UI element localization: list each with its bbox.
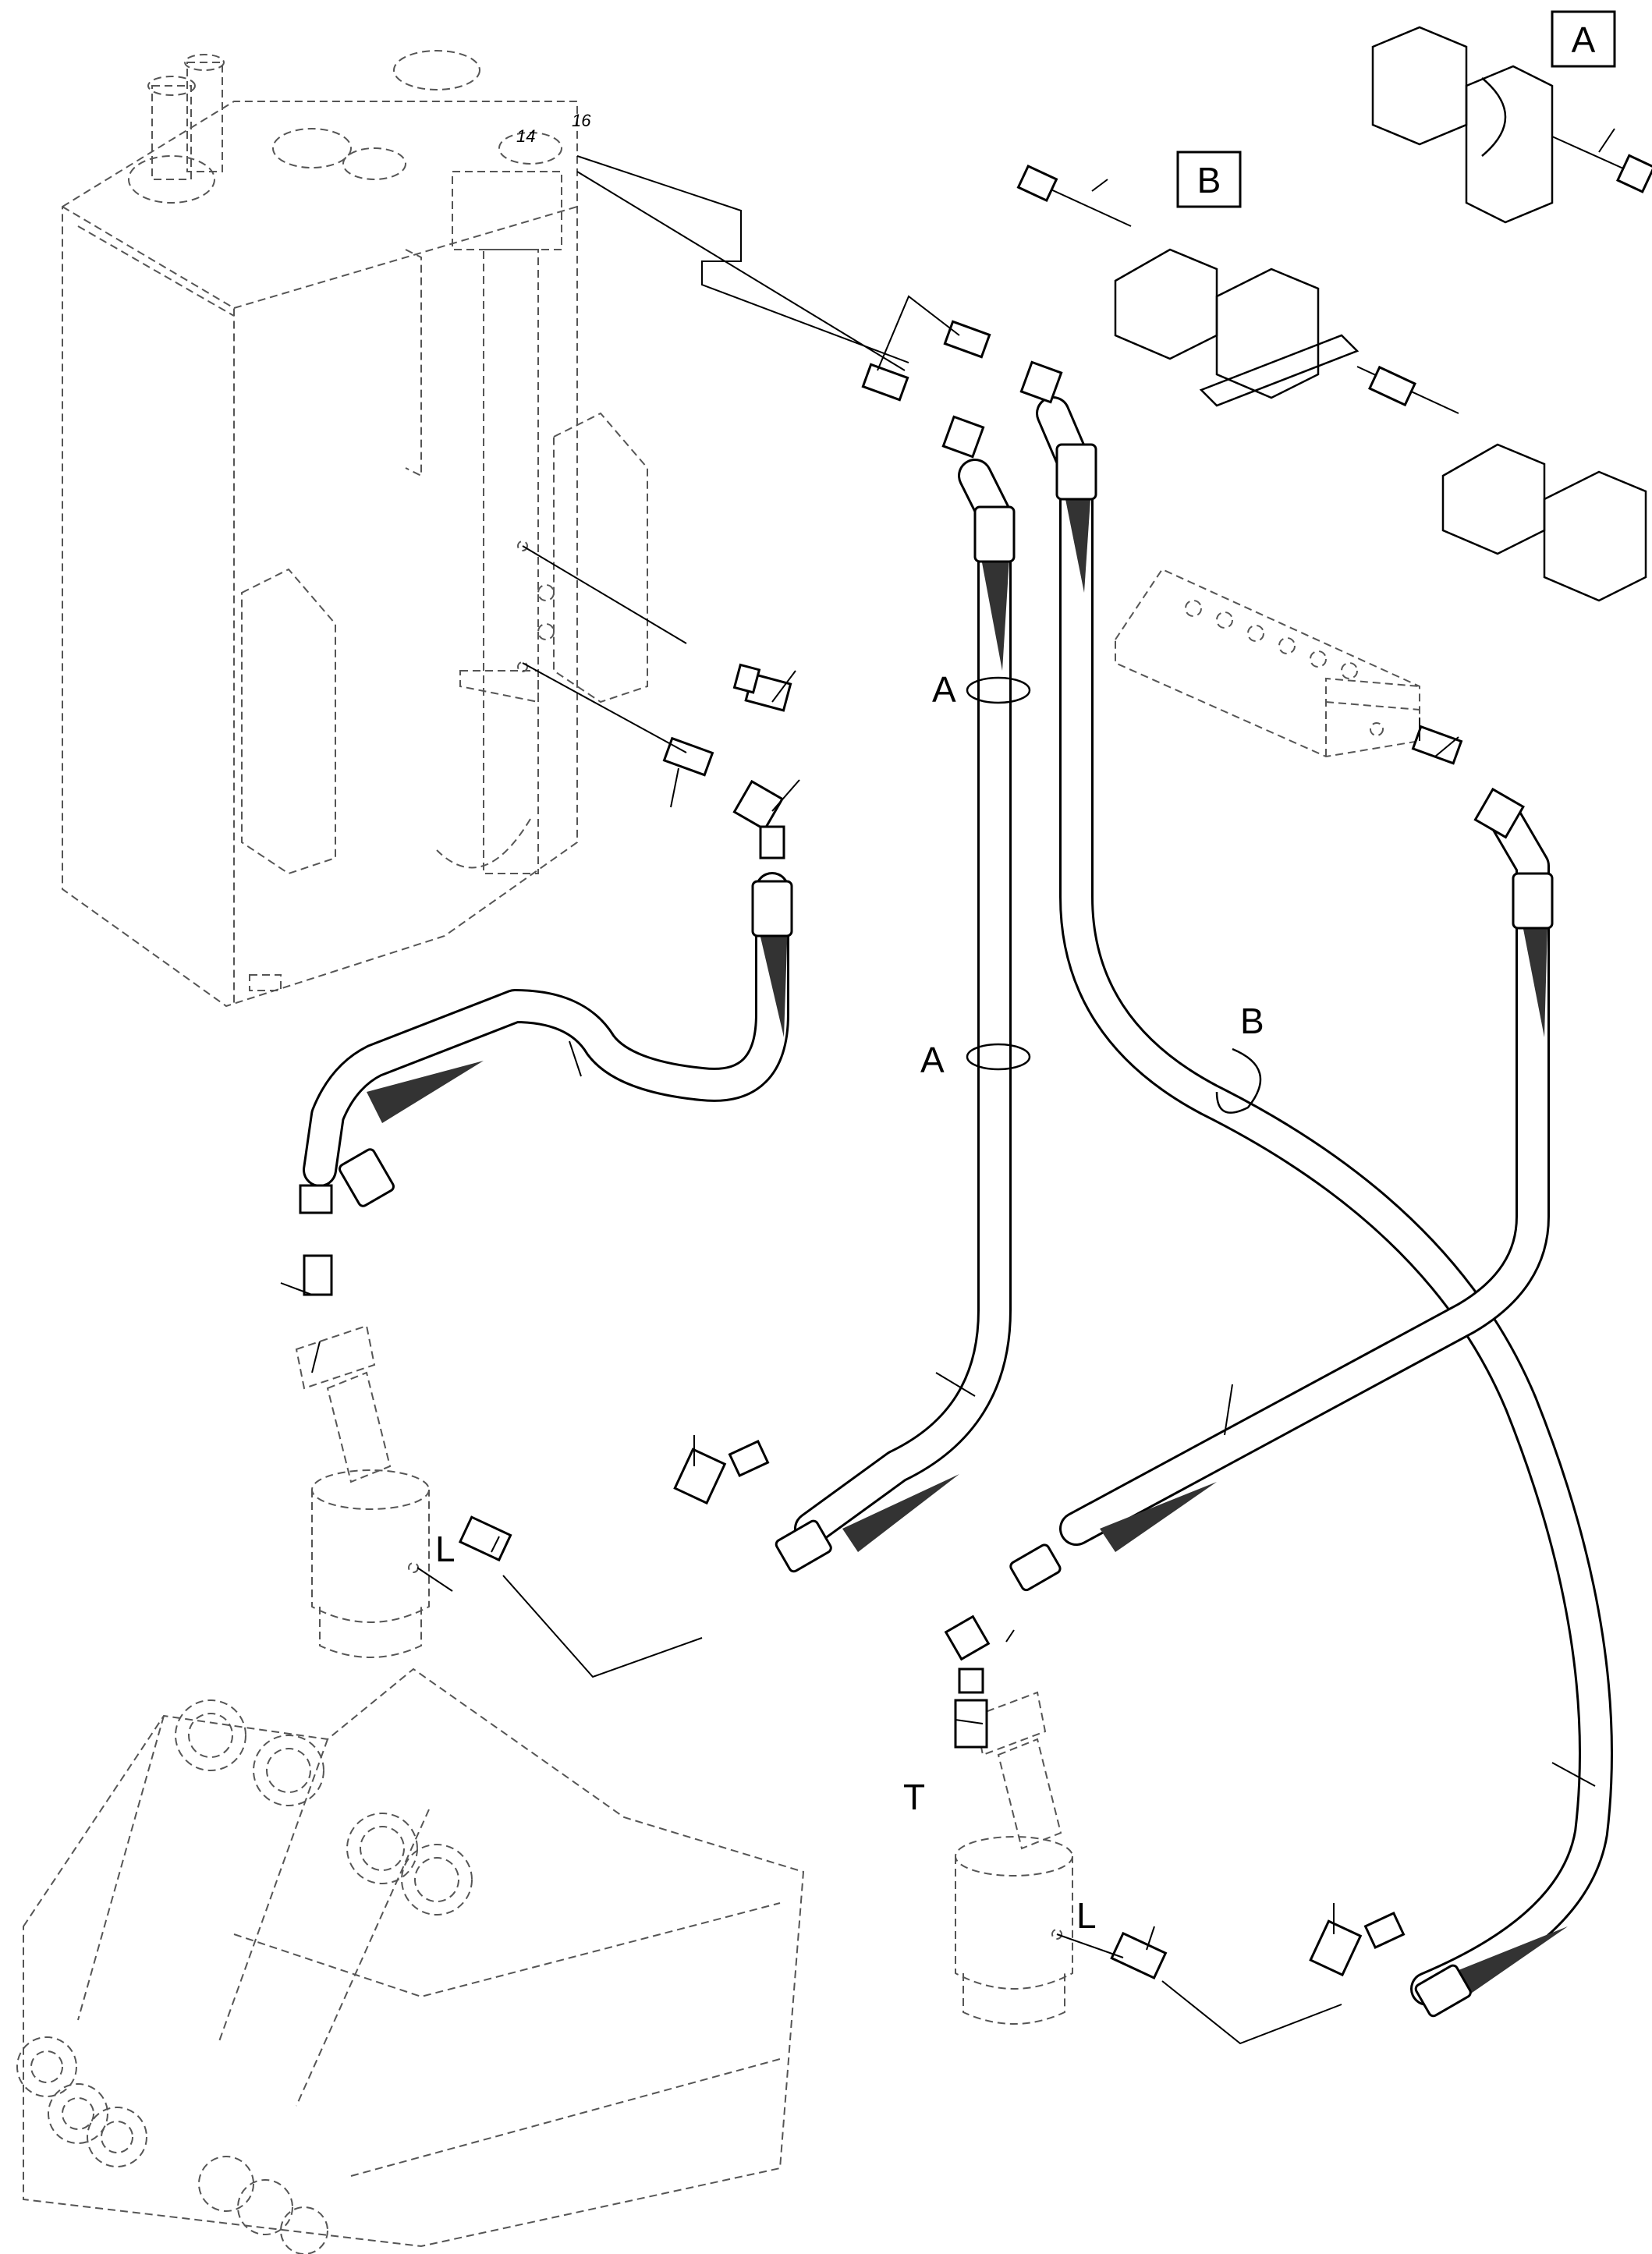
leader-lines <box>280 155 1596 2045</box>
clamp-marker-a-lower: A <box>920 1040 1031 1080</box>
clamp-a-illustration <box>1371 26 1652 224</box>
travel-motor-left <box>295 1324 430 1658</box>
port-16-label: 16 <box>572 111 591 130</box>
port-14-label: 14 <box>516 126 535 146</box>
clamp-marker-a-lower-label: A <box>920 1040 945 1080</box>
clamp-marker-b: B <box>1215 1001 1264 1114</box>
hose-manifold-to-right-motor <box>1059 802 1550 1546</box>
hose-tank-to-left-motor <box>303 872 789 1187</box>
clamp-marker-b-label: B <box>1240 1001 1264 1041</box>
valve-manifold <box>1115 568 1420 758</box>
motor-left-port-l-label: L <box>435 1529 456 1569</box>
clamp-marker-a-upper: A <box>932 669 1031 710</box>
hose-b-long <box>1036 396 1613 2006</box>
travel-motor-right <box>955 1691 1073 2025</box>
fittings <box>299 320 1554 2018</box>
label-box-b: B <box>1176 151 1242 208</box>
label-box-b-text: B <box>1197 160 1221 200</box>
label-box-a-text: A <box>1572 19 1596 60</box>
hose-a-vertical <box>794 459 1012 1546</box>
hydraulic-tank <box>62 50 648 1008</box>
clamp-marker-a-upper-label: A <box>932 669 956 710</box>
clamp-b-illustration <box>1016 164 1647 602</box>
motor-right-port-l-label: L <box>1076 1895 1097 1936</box>
motor-right-port-t-label: T <box>903 1777 925 1817</box>
hose-crimp-sleeves <box>367 476 1568 1997</box>
label-box-a: A <box>1551 10 1616 68</box>
machine-frame <box>16 1667 805 2254</box>
